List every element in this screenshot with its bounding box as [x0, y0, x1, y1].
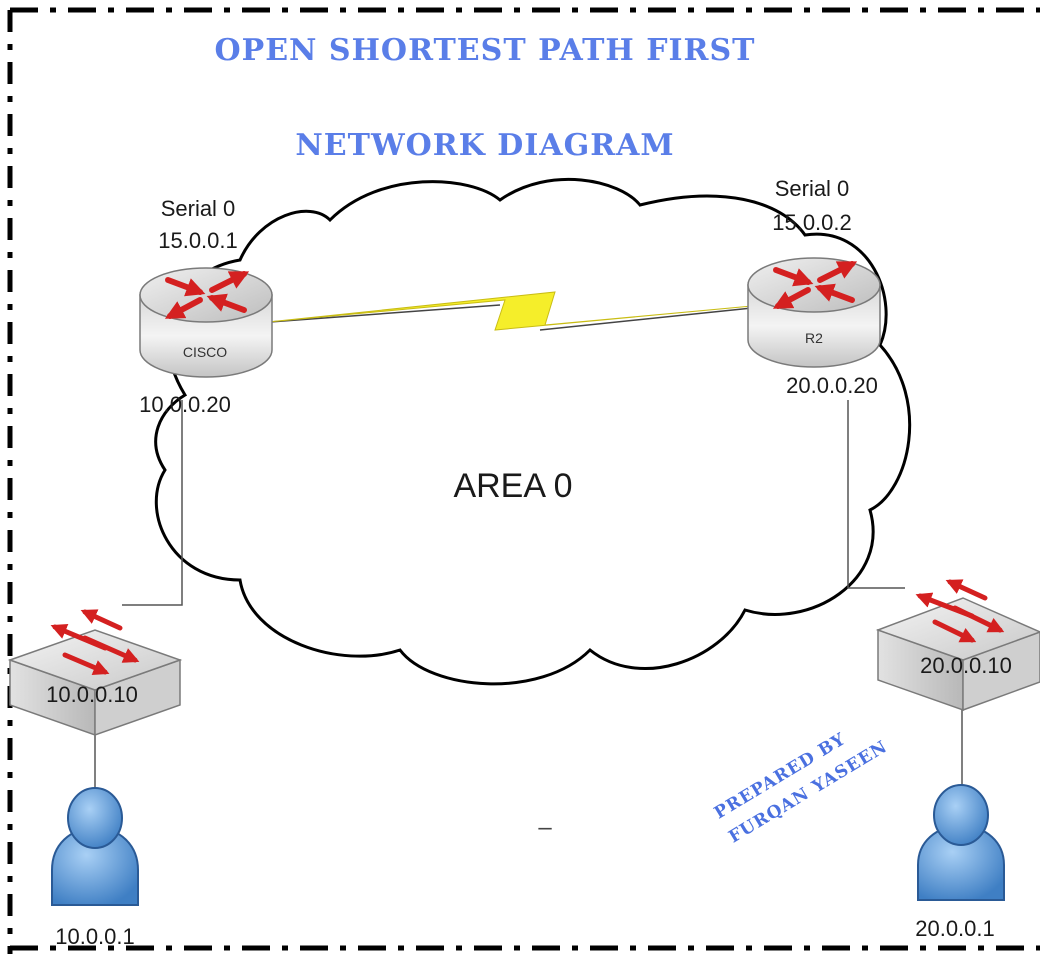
area-label: AREA 0	[453, 467, 572, 505]
router-right-interface: Serial 0	[775, 176, 850, 201]
switch-arrows-icon	[50, 609, 140, 675]
host-left-icon[interactable]	[51, 787, 139, 906]
router-right-lan-ip: 20.0.0.20	[786, 373, 878, 398]
router-right[interactable]: R2	[747, 257, 881, 368]
area-cloud	[154, 178, 912, 686]
host-right-icon[interactable]	[917, 784, 1005, 901]
router-arrows-icon	[164, 271, 250, 319]
router-right-serial-ip: 15.0.0.2	[772, 210, 852, 235]
credit: PREPARED BY FURQAN YASEEN	[711, 729, 891, 847]
switch-left-ip: 10.0.0.10	[46, 682, 138, 707]
router-right-name: R2	[805, 330, 823, 346]
page-border	[7, 7, 1040, 954]
diagram-subtitle: NETWORK DIAGRAM	[295, 128, 674, 163]
host-right-ip: 20.0.0.1	[915, 916, 995, 941]
switch-arrows-icon	[915, 579, 1005, 643]
router-left-name: CISCO	[183, 344, 227, 360]
router-left-serial-ip: 15.0.0.1	[158, 228, 238, 253]
switch-left[interactable]	[7, 609, 183, 737]
router-left-interface: Serial 0	[161, 196, 236, 221]
host-left-ip: 10.0.0.1	[55, 924, 135, 949]
wire-left	[122, 400, 183, 606]
router-arrows-icon	[772, 261, 858, 309]
diagram-title: OPEN SHORTEST PATH FIRST	[215, 33, 756, 68]
router-left[interactable]: CISCO	[139, 267, 273, 378]
wire-right	[847, 400, 905, 589]
switch-right-ip: 20.0.0.10	[920, 653, 1012, 678]
stray-mark: –	[538, 814, 552, 841]
router-left-lan-ip: 10.0.0.20	[139, 392, 231, 417]
switch-right[interactable]	[875, 579, 1040, 712]
